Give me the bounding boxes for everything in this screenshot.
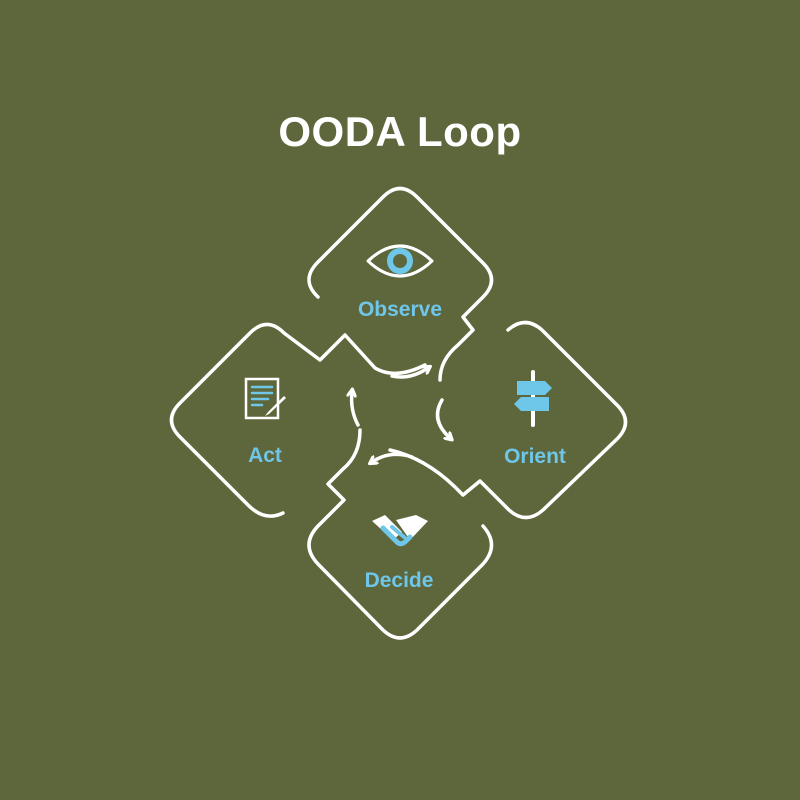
decide-outline [307,428,494,640]
arrow-act-to-observe [390,368,428,379]
handshake-icon [372,515,428,547]
arrow-decide-to-act [352,392,360,427]
arrow-observe-to-orient [435,398,451,438]
step-label-act: Act [248,444,282,467]
step-label-orient: Orient [504,445,566,468]
diagram-title: OODA Loop [278,108,522,155]
observe-outline [307,186,494,382]
step-label-observe: Observe [358,298,442,321]
arrow-orient-to-decide [372,452,414,462]
step-label-decide: Decide [365,569,434,592]
eye-icon [366,244,434,278]
document-pen-icon [244,377,286,420]
orient-outline [388,320,628,520]
signpost-icon [514,370,552,427]
act-outline [169,322,427,518]
